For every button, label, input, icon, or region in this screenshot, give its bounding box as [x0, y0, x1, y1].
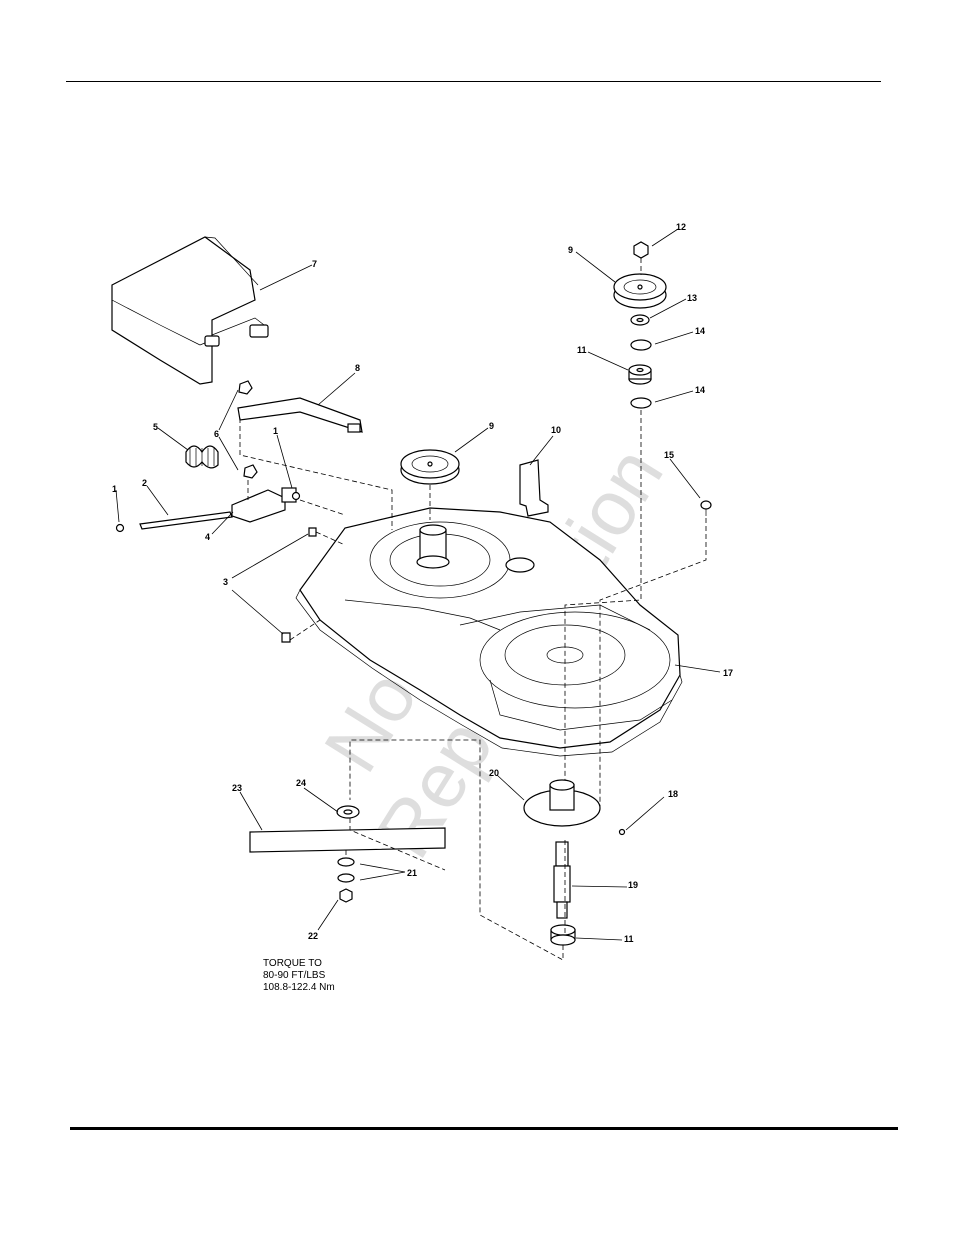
clip-1a — [115, 523, 125, 533]
callout-9a: 9 — [568, 245, 573, 255]
callout-11a: 11 — [577, 345, 587, 355]
bracket — [231, 487, 297, 523]
washer-21b — [337, 873, 355, 883]
washer-21a — [337, 857, 355, 867]
nut-6a — [238, 380, 253, 395]
callout-8: 8 — [355, 363, 360, 373]
spindle-housing — [523, 779, 601, 827]
nut-6b — [243, 464, 258, 479]
deck-housing — [295, 507, 683, 757]
callout-4: 4 — [205, 532, 210, 542]
callout-6: 6 — [214, 429, 219, 439]
blade-nut-22 — [339, 888, 353, 903]
footer-rule — [70, 1127, 898, 1130]
deck-spindle — [416, 524, 450, 569]
torque-line2: 80-90 FT/LBS — [263, 970, 326, 981]
deflector-rod — [237, 397, 363, 433]
callout-14a: 14 — [695, 326, 705, 336]
header-rule — [66, 81, 881, 82]
snap-ring-14b — [630, 397, 652, 409]
nut-12 — [633, 241, 649, 259]
bolt-15 — [700, 500, 712, 516]
callout-11b: 11 — [624, 934, 634, 944]
screw-18 — [618, 828, 626, 836]
assembly-lines — [239, 258, 707, 961]
torque-line3: 108.8-122.4 Nm — [263, 982, 335, 993]
callout-18: 18 — [668, 789, 678, 799]
callout-10: 10 — [551, 425, 561, 435]
callout-12: 12 — [676, 222, 686, 232]
bolt-3a — [308, 527, 317, 537]
callout-23: 23 — [232, 783, 242, 793]
pin — [139, 511, 233, 530]
callout-24: 24 — [296, 778, 306, 788]
callout-13: 13 — [687, 293, 697, 303]
blade — [249, 827, 446, 853]
pulley-9b — [400, 449, 460, 485]
callout-15: 15 — [664, 450, 674, 460]
callout-1a: 1 — [112, 484, 117, 494]
washer-13 — [630, 314, 650, 326]
callout-22: 22 — [308, 931, 318, 941]
callout-3: 3 — [223, 577, 228, 587]
torque-note: TORQUE TO 80-90 FT/LBS 108.8-122.4 Nm — [263, 958, 335, 994]
spindle-shaft — [553, 841, 571, 919]
leader-lines — [115, 228, 721, 941]
discharge-chute — [111, 236, 269, 385]
clip-1b — [291, 491, 301, 501]
callout-19: 19 — [628, 880, 638, 890]
bearing-11a — [628, 364, 652, 385]
bearing-11b — [550, 924, 576, 946]
callout-9b: 9 — [489, 421, 494, 431]
callout-20: 20 — [489, 768, 499, 778]
belt-guide — [519, 459, 549, 517]
blade-adapter — [336, 805, 360, 819]
callouts: 1 1 2 3 4 5 6 7 8 9 9 10 11 11 12 13 14 … — [112, 222, 733, 944]
torque-line1: TORQUE TO — [263, 958, 322, 969]
callout-21: 21 — [407, 868, 417, 878]
callout-7: 7 — [312, 259, 317, 269]
callout-17: 17 — [723, 668, 733, 678]
callout-5: 5 — [153, 422, 158, 432]
callout-1b: 1 — [273, 426, 278, 436]
snap-ring-14a — [630, 339, 652, 351]
spring — [185, 445, 219, 469]
callout-2: 2 — [142, 478, 147, 488]
pulley-9a — [613, 273, 667, 309]
bolt-3b — [281, 632, 291, 643]
callout-14b: 14 — [695, 385, 705, 395]
